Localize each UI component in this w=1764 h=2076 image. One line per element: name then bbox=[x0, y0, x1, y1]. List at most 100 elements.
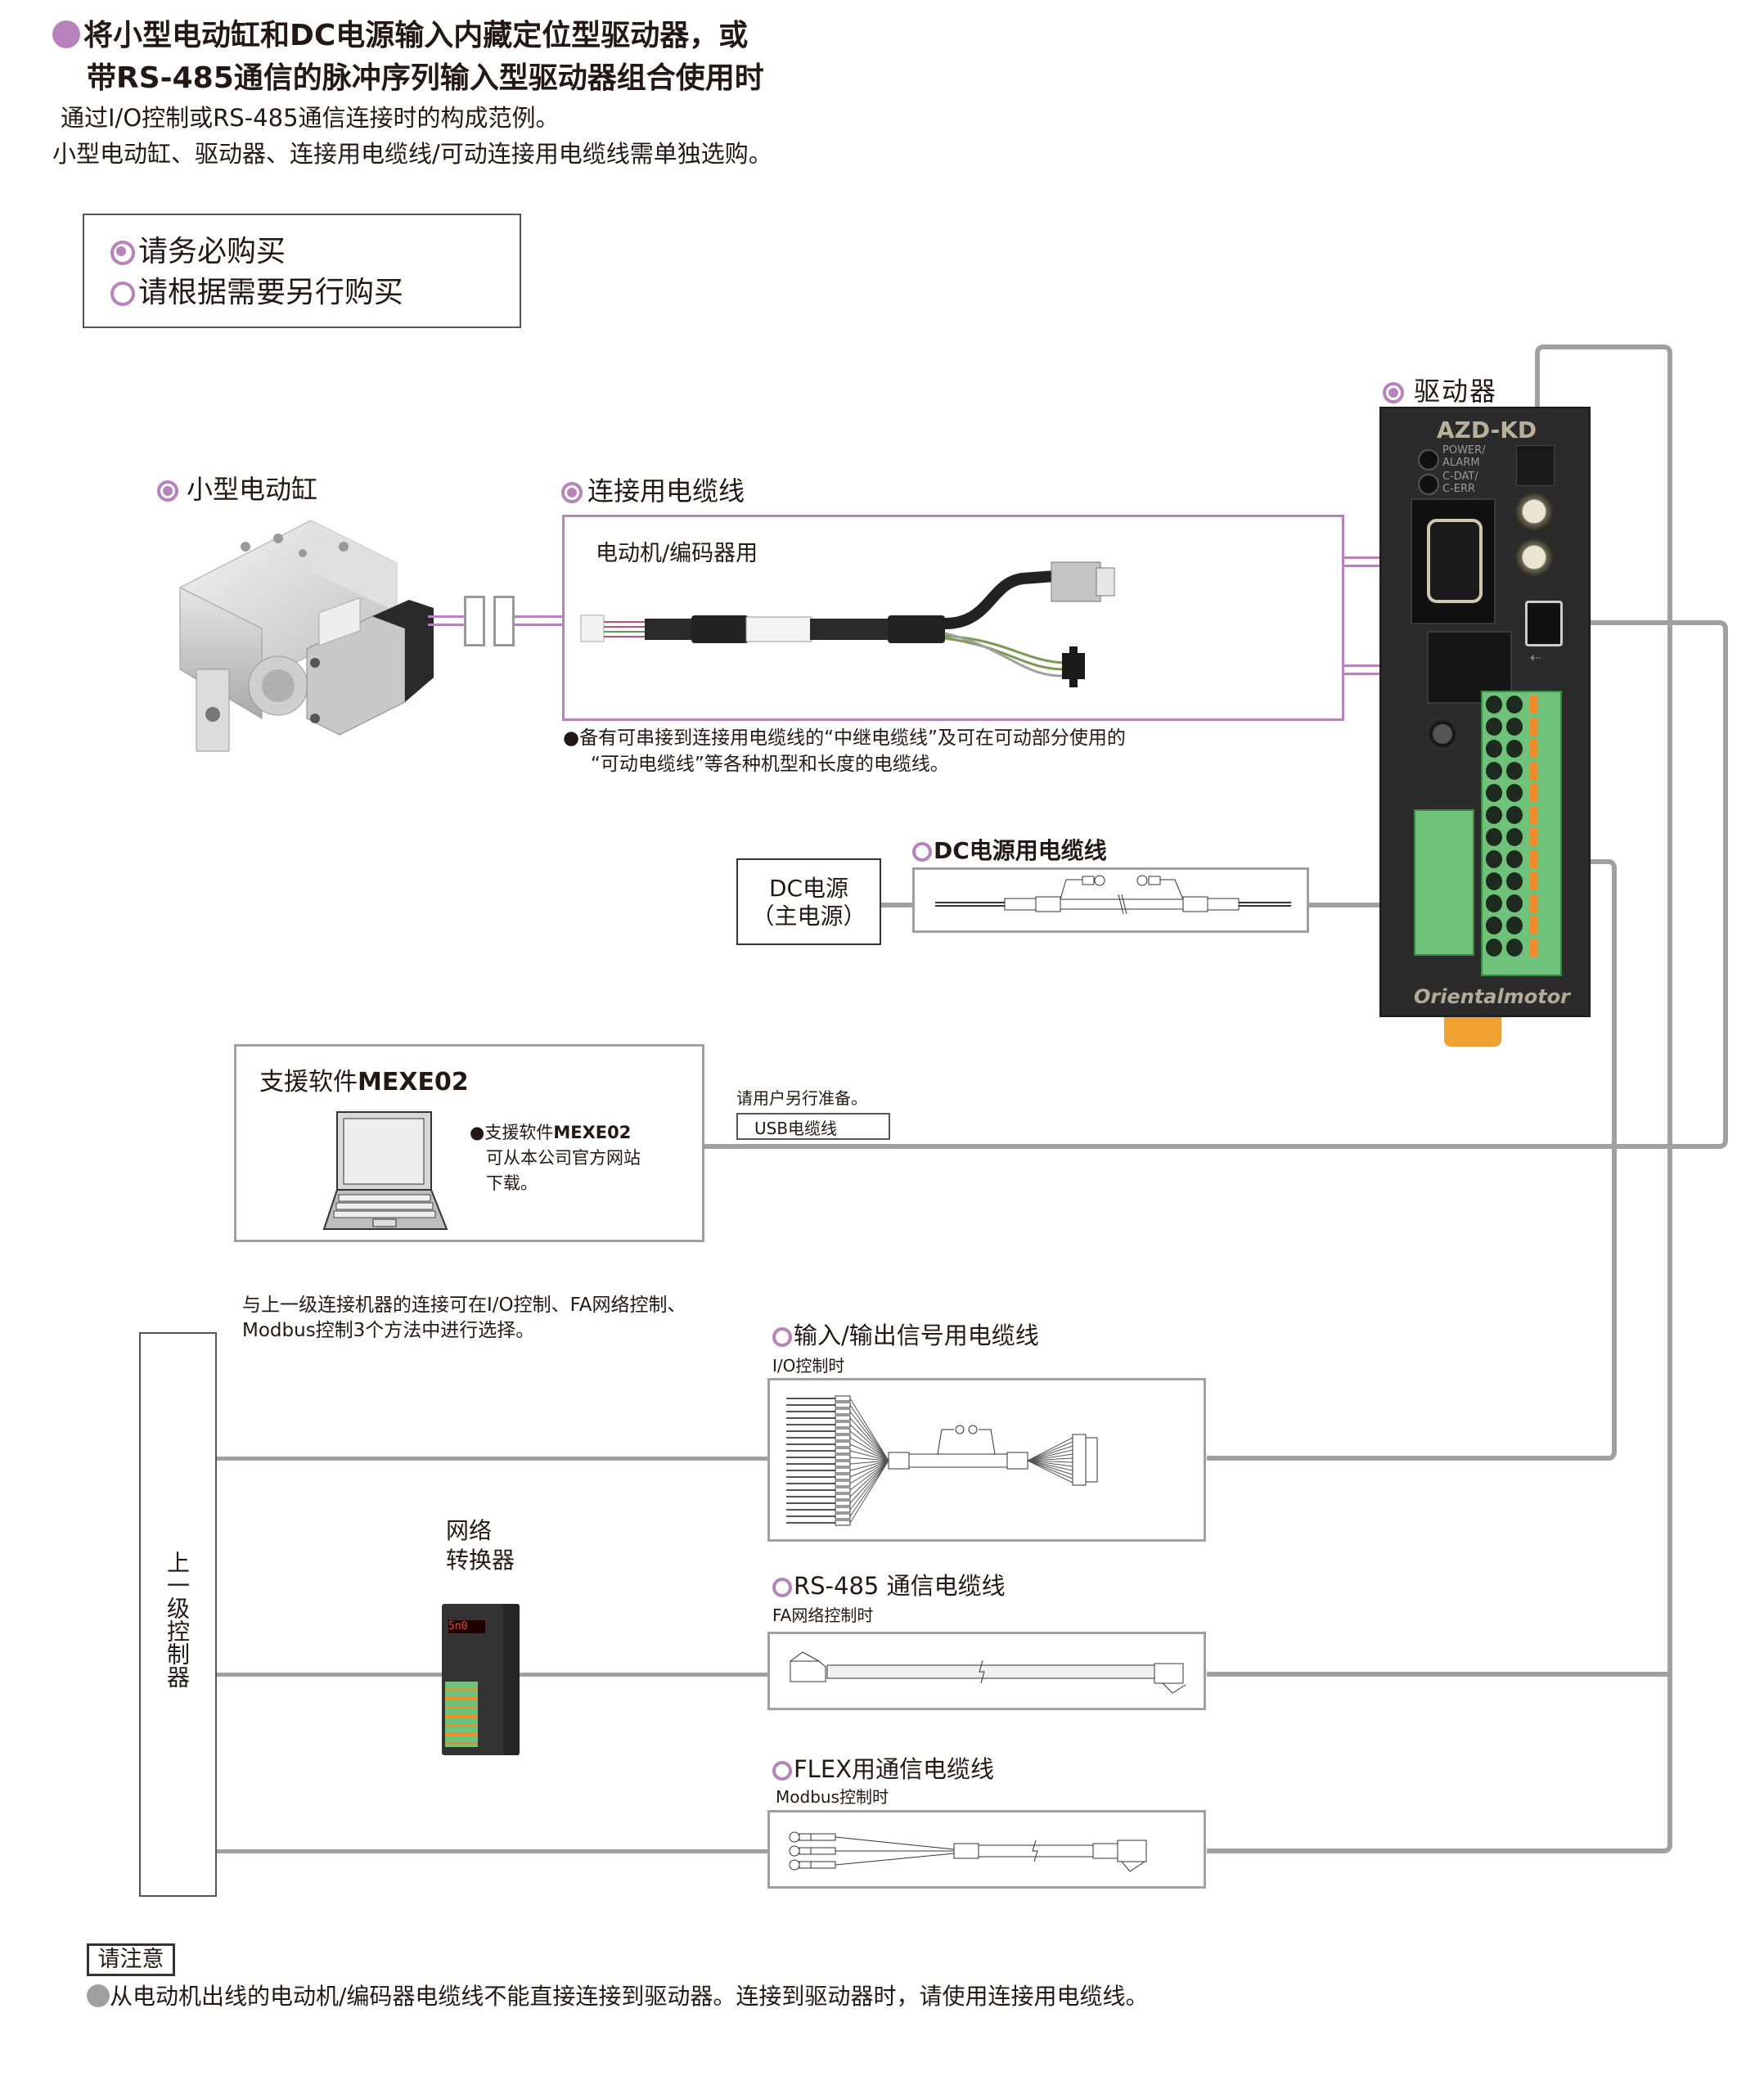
cn3-link-line bbox=[1344, 565, 1414, 567]
io-wire-fan bbox=[849, 1424, 889, 1461]
flex-route-line bbox=[1207, 344, 1672, 1853]
cn4-pin bbox=[1506, 806, 1523, 824]
io-wire-sleeve bbox=[835, 1408, 851, 1415]
io-wire-fan bbox=[849, 1417, 889, 1461]
required-marker-icon bbox=[110, 241, 135, 265]
io-wire-fan bbox=[849, 1460, 889, 1478]
software-box: 支援软件MEXE02 ●支援软件MEXE02 可从本公司官方网站 下载。 bbox=[234, 1044, 704, 1242]
io-wire-fan bbox=[1027, 1460, 1073, 1479]
cn4-release-tab bbox=[1530, 762, 1538, 780]
optional-marker-icon bbox=[772, 1578, 792, 1597]
cn4-release-tab bbox=[1530, 939, 1538, 957]
rs485-cable-image bbox=[790, 1651, 1186, 1694]
connection-cable-note: ●备有可串接到连接用电缆线的“中继电缆线”及可在可动部分使用的 “可动电缆线”等… bbox=[563, 727, 1126, 775]
upper-control-note: 与上一级连接机器的连接可在I/O控制、FA网络控制、 Modbus控制3个方法中… bbox=[242, 1295, 686, 1341]
connector-plug-icon bbox=[464, 596, 485, 646]
cn1-terminal-block bbox=[1414, 809, 1474, 956]
home-preset-button[interactable] bbox=[1426, 718, 1459, 750]
legend-required: 请务必购买 bbox=[110, 232, 520, 272]
actuator-image bbox=[179, 520, 434, 752]
io-wire-sleeve bbox=[835, 1402, 851, 1408]
cn4-pin bbox=[1506, 696, 1523, 714]
usb-cable-box: USB电缆线 bbox=[736, 1113, 890, 1140]
io-wire-sleeve bbox=[835, 1395, 851, 1402]
legend-optional: 请根据需要另行购买 bbox=[110, 272, 520, 313]
io-wire-fan bbox=[849, 1450, 889, 1461]
dc-cable-image bbox=[935, 875, 1291, 915]
io-wire-fan bbox=[849, 1457, 889, 1461]
caution-text: 从电动机出线的电动机/编码器电缆线不能直接连接到驱动器。连接到驱动器时，请使用连… bbox=[87, 1980, 1148, 2013]
io-wire-fan bbox=[849, 1411, 889, 1461]
io-cable-box bbox=[767, 1378, 1206, 1542]
cn4-release-tab bbox=[1530, 894, 1538, 912]
io-wire-fan bbox=[1027, 1449, 1073, 1461]
caution-badge: 请注意 bbox=[87, 1943, 175, 1976]
laptop-icon bbox=[322, 1111, 448, 1230]
io-wire-fan bbox=[1027, 1460, 1073, 1471]
io-ring-terminal bbox=[955, 1425, 965, 1434]
io-wire-fan bbox=[849, 1404, 889, 1461]
usb-route-line bbox=[704, 620, 1728, 1149]
connection-cable-subtitle: 电动机/编码器用 bbox=[596, 541, 758, 566]
cdat-cerr-led bbox=[1418, 474, 1439, 495]
cn4-pin bbox=[1506, 872, 1523, 890]
io-cable-label: 输入/输出信号用电缆线 bbox=[772, 1321, 1039, 1350]
converter-display: 5n0 bbox=[448, 1620, 485, 1633]
legend-box: 请务必购买 请根据需要另行购买 bbox=[83, 214, 521, 328]
required-marker-icon bbox=[157, 480, 178, 502]
flex-cable-mode: Modbus控制时 bbox=[776, 1787, 889, 1807]
flex-cable-label: FLEX用通信电缆线 bbox=[772, 1754, 994, 1784]
cdat-cerr-text: C-DAT/ C-ERR bbox=[1442, 471, 1478, 495]
io-wire-fan bbox=[849, 1460, 889, 1471]
io-wire-fan bbox=[1027, 1437, 1073, 1461]
io-wire-sleeve bbox=[835, 1500, 851, 1506]
io-wire-sleeve bbox=[835, 1480, 851, 1487]
actuator-label: 小型电动缸 bbox=[157, 473, 317, 506]
flex-link-line bbox=[217, 1849, 769, 1853]
header: 将小型电动缸和DC电源输入内藏定位型驱动器，或 带RS-485通信的脉冲序列输入… bbox=[52, 15, 772, 172]
required-marker-icon bbox=[1383, 382, 1404, 403]
power-alarm-led bbox=[1418, 449, 1439, 471]
io-wire-fan bbox=[849, 1430, 889, 1461]
io-wire-fan bbox=[849, 1460, 889, 1524]
cn4-pin bbox=[1486, 894, 1502, 912]
cn4-release-tab bbox=[1530, 696, 1538, 714]
cn4-pin bbox=[1506, 762, 1523, 780]
upper-controller-box bbox=[139, 1332, 217, 1897]
id-rotary-switch[interactable] bbox=[1514, 492, 1554, 531]
cn3-link-line bbox=[1344, 556, 1414, 559]
network-converter-image: 5n0 bbox=[442, 1604, 520, 1755]
cn4-pin bbox=[1486, 916, 1502, 934]
io-cable-boot bbox=[1006, 1452, 1028, 1470]
cable-link-line bbox=[515, 624, 562, 626]
io-wire-fan bbox=[1027, 1445, 1073, 1461]
cn4-pin bbox=[1506, 894, 1523, 912]
io-connector bbox=[1072, 1434, 1087, 1486]
io-wire-fan bbox=[1027, 1460, 1073, 1475]
io-cable-mode: I/O控制时 bbox=[772, 1356, 845, 1376]
motor-cable-line bbox=[428, 624, 465, 626]
dc-power-sublabel: （主电源） bbox=[751, 903, 866, 930]
connector-socket-icon bbox=[493, 596, 515, 646]
cn4-pin bbox=[1486, 740, 1502, 758]
bullet-dot-icon bbox=[87, 1984, 110, 2007]
driver-model: AZD-KD bbox=[1436, 417, 1537, 444]
io-wire-fan bbox=[849, 1460, 889, 1465]
cn4-pin bbox=[1506, 784, 1523, 802]
usb-cable-note: 请用户另行准备。 bbox=[736, 1088, 867, 1108]
io-wire-fan bbox=[849, 1443, 889, 1461]
usb-port[interactable] bbox=[1525, 601, 1563, 646]
io-wire-sleeve bbox=[835, 1493, 851, 1500]
io-cable-image bbox=[786, 1395, 1098, 1526]
cn4-release-tab bbox=[1530, 718, 1538, 736]
io-wire-fan bbox=[849, 1398, 889, 1461]
baud-rotary-switch[interactable] bbox=[1514, 538, 1554, 577]
optional-marker-icon bbox=[772, 1327, 792, 1347]
io-connector bbox=[1085, 1437, 1098, 1483]
io-wire-sleeve bbox=[835, 1441, 851, 1448]
cn4-release-tab bbox=[1530, 872, 1538, 890]
io-wire-fan bbox=[849, 1460, 889, 1511]
sw1-dip-switch[interactable] bbox=[1516, 445, 1555, 486]
flex-cable-image bbox=[789, 1831, 1147, 1872]
